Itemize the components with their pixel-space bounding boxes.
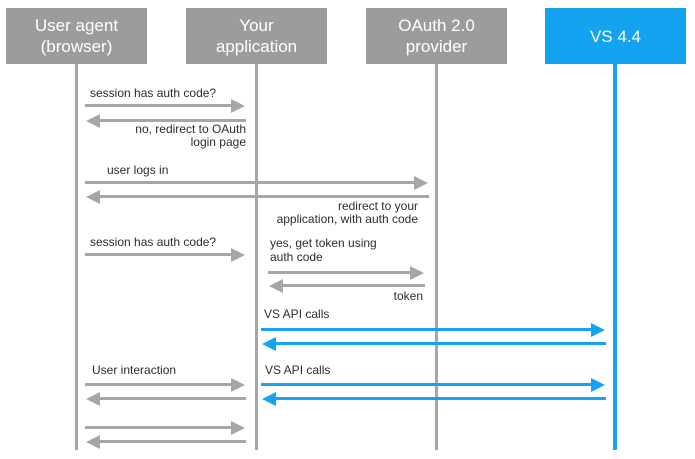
message-arrow (86, 391, 246, 406)
lifeline-user-agent (75, 64, 78, 450)
message-arrow (85, 377, 245, 392)
message-label: auth code (270, 250, 323, 264)
message-label: user logs in (107, 163, 169, 177)
message-label: login page (190, 135, 246, 149)
actor-box-vs44: VS 4.4 (545, 8, 686, 64)
message-label: yes, get token using (270, 236, 377, 250)
actor-label-line1: User agent (34, 16, 119, 35)
lifeline-oauth-provider (435, 64, 438, 450)
message-arrow (269, 278, 425, 293)
message-arrow (261, 322, 605, 337)
message-arrow (85, 247, 245, 262)
actor-label-line1: VS 4.4 (589, 26, 642, 46)
message-label: VS API calls (265, 363, 331, 377)
message-label: session has auth code? (90, 235, 217, 249)
actor-label-line2: (browser) (40, 37, 113, 56)
message-arrow (85, 420, 245, 435)
message-arrow (261, 377, 605, 392)
actor-box-user-agent: User agent (browser) (6, 8, 147, 64)
actor-box-your-application: Your application (186, 8, 327, 64)
actor-label-line2: application (215, 37, 298, 56)
lifeline-your-application (255, 64, 258, 450)
message-label: no, redirect to OAuth (135, 122, 246, 136)
message-arrow (86, 113, 246, 128)
message-arrow (262, 336, 606, 351)
actor-label-line2: provider (405, 37, 468, 56)
message-label: VS API calls (264, 307, 330, 321)
message-label: token (393, 289, 423, 303)
message-label: redirect to your (337, 199, 418, 213)
message-arrow (262, 391, 606, 406)
message-arrow (86, 189, 429, 204)
message-arrow (86, 434, 246, 449)
message-label: session has auth code? (90, 86, 217, 100)
actor-label-line1: OAuth 2.0 (398, 16, 475, 35)
actor-label-line1: Your (239, 16, 274, 35)
message-arrow (268, 265, 424, 280)
message-arrow (85, 98, 245, 113)
actor-box-oauth-provider: OAuth 2.0 provider (366, 8, 507, 64)
message-label: application, with auth code (276, 212, 418, 226)
lifeline-vs44 (613, 64, 617, 450)
message-arrow (85, 175, 428, 190)
message-label: User interaction (92, 363, 177, 377)
